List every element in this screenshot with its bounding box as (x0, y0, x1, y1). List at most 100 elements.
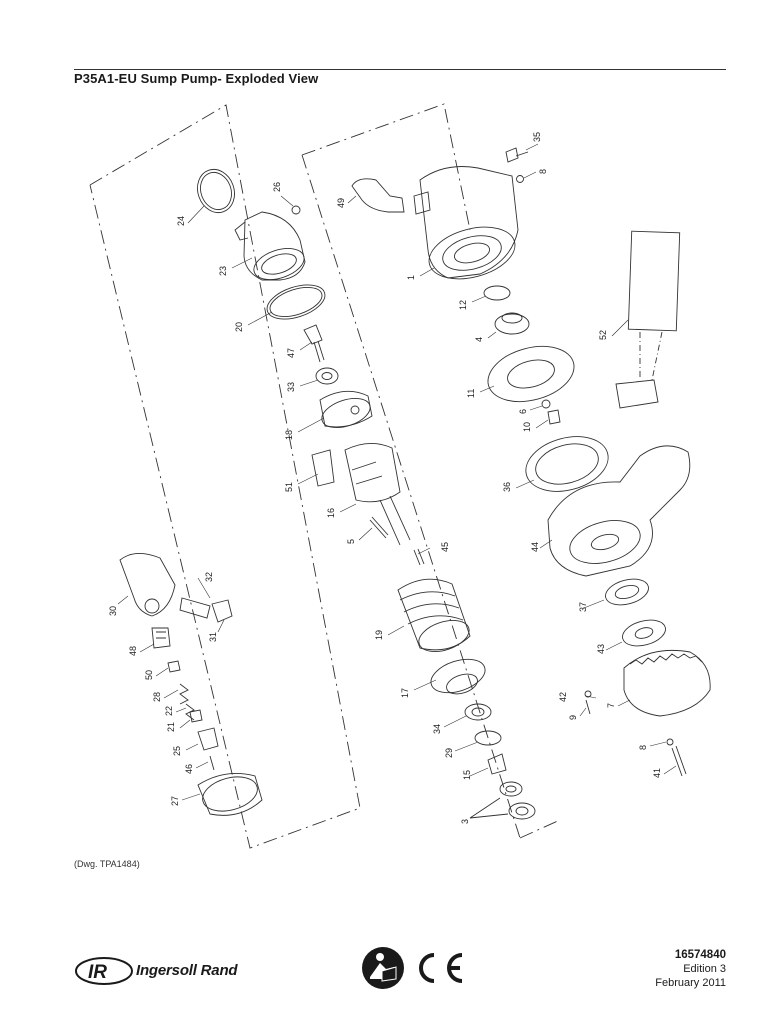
part-23-cap (243, 211, 306, 281)
part-16-rotor (344, 443, 401, 503)
compliance-icons (362, 947, 463, 989)
part-20-oring (266, 284, 326, 320)
callout-47: 47 (286, 348, 296, 358)
callout-20: 20 (234, 322, 244, 332)
part-43-plate (622, 619, 666, 647)
part-3-seal-a (499, 781, 523, 797)
callout-32: 32 (204, 572, 214, 582)
part-28-spring (179, 683, 189, 705)
part-25-valve (197, 727, 219, 751)
part-7-strainer (623, 649, 711, 717)
part-17-seal-housing (430, 658, 486, 694)
part-18-endplate (319, 390, 373, 428)
part-50-nut (167, 660, 181, 673)
part-21-nut (189, 709, 203, 723)
ce-mark-icon (419, 953, 463, 983)
callout-3: 3 (460, 819, 470, 824)
callout-34: 34 (432, 724, 442, 734)
callout-18: 18 (284, 430, 294, 440)
callout-48: 48 (128, 646, 138, 656)
edition: Edition 3 (683, 963, 726, 975)
exploded-view-drawing: 24 26 23 20 47 33 18 51 16 5 45 19 17 34… (89, 103, 711, 849)
callout-30: 30 (108, 606, 118, 616)
callout-12: 12 (458, 300, 468, 310)
part-15-sleeve (487, 753, 507, 775)
part-26-nut (291, 205, 301, 215)
part-8-washer-top (516, 175, 524, 183)
callout-52: 52 (598, 330, 608, 340)
document-number: 16574840 (674, 949, 726, 961)
callout-8-top: 8 (538, 169, 548, 174)
part-5-pin (369, 516, 389, 539)
callout-31: 31 (208, 632, 218, 642)
brand-mark: IR (88, 962, 107, 983)
callout-4: 4 (474, 337, 484, 342)
callout-6: 6 (518, 409, 528, 414)
part-4-bushing (494, 313, 530, 335)
part-36-gasket (525, 436, 609, 492)
callout-22: 22 (164, 706, 174, 716)
callout-17: 17 (400, 688, 410, 698)
part-41-bolt (671, 745, 687, 777)
callout-26: 26 (272, 182, 282, 192)
callout-16: 16 (326, 508, 336, 518)
callout-11: 11 (466, 389, 476, 398)
part-19-stator (397, 578, 471, 651)
callout-46: 46 (184, 764, 194, 774)
left-dashed-boundary (89, 104, 361, 849)
part-11-plate (487, 345, 575, 403)
part-42-washer (584, 690, 592, 698)
callout-50: 50 (144, 670, 154, 680)
callout-9: 9 (568, 715, 578, 720)
part-3-seal-b (508, 802, 536, 820)
top-rule (74, 69, 726, 70)
part-10-nut (547, 409, 561, 425)
callout-8-bottom: 8 (638, 745, 648, 750)
part-30-elbow (119, 553, 176, 617)
part-51-key (311, 449, 335, 487)
part-44-volute (547, 445, 691, 577)
callout-28: 28 (152, 692, 162, 702)
callout-10: 10 (522, 422, 532, 432)
part-12-oring (483, 285, 511, 301)
callout-51: 51 (284, 482, 294, 492)
part-27-collar (197, 773, 263, 816)
callout-7: 7 (606, 703, 616, 708)
callout-44: 44 (530, 542, 540, 552)
callout-36: 36 (502, 482, 512, 492)
part-33-bearing (315, 367, 339, 385)
callout-1: 1 (406, 275, 416, 280)
part-47-screw (303, 324, 325, 363)
part-34-bearing (464, 703, 492, 721)
callout-45: 45 (440, 542, 450, 552)
callout-23: 23 (218, 266, 228, 276)
document-info: 16574840 Edition 3 February 2011 (655, 948, 726, 990)
ingersoll-rand-logo: IR (75, 957, 133, 985)
part-31-fitting (211, 599, 233, 623)
part-1-housing (419, 166, 519, 279)
callout-42: 42 (558, 692, 568, 702)
callout-27: 27 (170, 796, 180, 806)
part-29-washer (474, 730, 502, 746)
part-35-screw (505, 147, 529, 163)
page-title: P35A1-EU Sump Pump- Exploded View (74, 71, 319, 86)
part-37-gasket (605, 578, 649, 606)
callout-5: 5 (346, 539, 356, 544)
part-32-filter (179, 597, 211, 619)
part-49-elbow (351, 178, 405, 213)
part-9-screw (585, 699, 591, 715)
callout-19: 19 (374, 630, 384, 640)
read-manual-icon (362, 947, 404, 989)
part-48-fitting (151, 627, 171, 649)
drawing-reference: (Dwg. TPA1484) (74, 859, 140, 869)
part-8-washer-bottom (666, 738, 674, 746)
callout-29: 29 (444, 748, 454, 758)
callout-25: 25 (172, 746, 182, 756)
callout-33: 33 (286, 382, 296, 392)
callout-21: 21 (166, 722, 176, 732)
callout-37: 37 (578, 602, 588, 612)
callout-15: 15 (462, 770, 472, 780)
brand-name: Ingersoll Rand (136, 962, 238, 979)
callout-35: 35 (532, 132, 542, 142)
part-45-pin (413, 548, 425, 566)
